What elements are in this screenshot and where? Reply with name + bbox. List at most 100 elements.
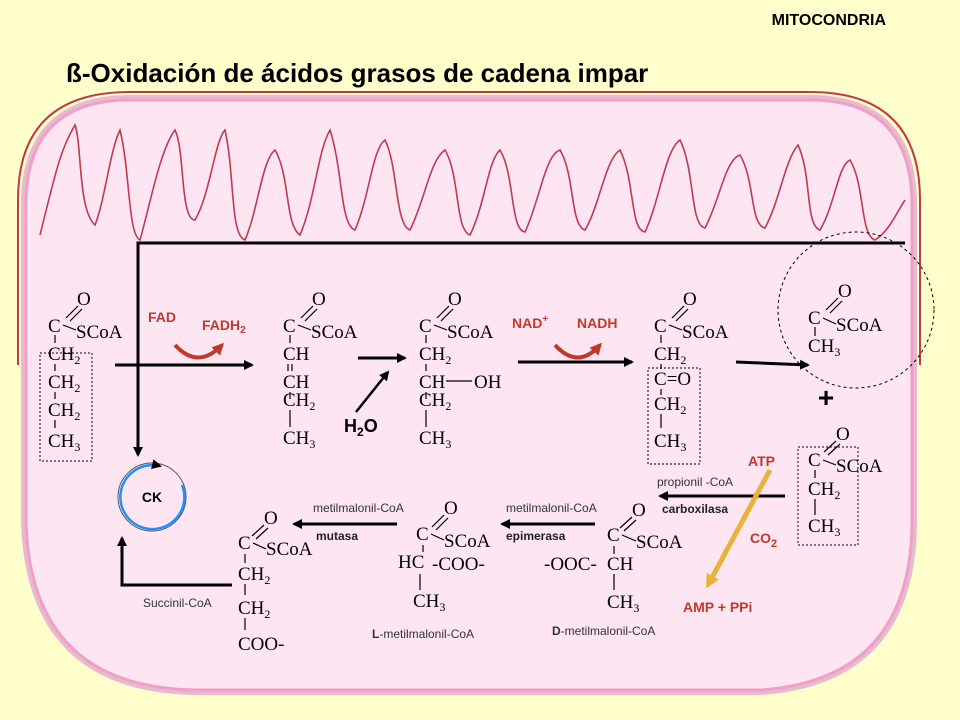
- carbon: C: [416, 524, 429, 545]
- water-arrow: [355, 370, 390, 413]
- ch2: CH2: [48, 372, 80, 395]
- cycle-arrow-icon: [119, 459, 186, 531]
- ch: CH: [283, 372, 310, 393]
- oxygen: O: [77, 289, 91, 310]
- carbon: C: [283, 316, 296, 337]
- ch3: CH3: [283, 428, 315, 451]
- double-bond: [825, 297, 839, 311]
- hc: HC: [398, 552, 424, 573]
- scoa: SCoA: [836, 456, 883, 477]
- ch2: CH2: [238, 598, 270, 621]
- page-title: ß-Oxidación de ácidos grasos de cadena i…: [66, 58, 648, 88]
- dashed-box: [797, 446, 859, 546]
- mutase-label: mutasa: [316, 529, 358, 543]
- l-methylmalonyl-label: L-metilmalonil-CoA: [372, 627, 474, 641]
- molecule-succinyl-coa: O C SCoA CH2 CH2 COO-: [238, 508, 313, 655]
- epimerase-enzyme-name: metilmalonil-CoA: [506, 501, 597, 515]
- ch2: CH2: [238, 564, 270, 587]
- molecule-acyl-coa: O C SCoA CH2 CH2 CH2 CH3: [39, 289, 123, 462]
- mitochondrion-body: [24, 98, 914, 692]
- ch: CH: [607, 554, 634, 575]
- arrow-thiolysis: [735, 359, 810, 370]
- oxygen: O: [836, 424, 850, 445]
- double-bond: [829, 300, 843, 314]
- cristae-membrane: [39, 123, 906, 242]
- double-bond: [623, 519, 637, 532]
- ch2: CH2: [48, 400, 80, 423]
- scoa: SCoA: [311, 322, 358, 343]
- bond: [297, 324, 312, 331]
- oxygen: O: [632, 500, 646, 521]
- scoa: SCoA: [836, 315, 883, 336]
- bond: [621, 534, 637, 542]
- double-bond: [436, 305, 450, 319]
- molecule-d-methylmalonyl-coa: O C SCoA -OOC- CH CH3: [544, 500, 683, 615]
- ch3: CH3: [419, 428, 451, 451]
- nad-label: NAD+: [512, 314, 548, 331]
- hydroxyl: OH: [474, 372, 502, 393]
- double-bond: [435, 517, 449, 531]
- molecule-hydroxyacyl-coa: O C SCoA CH2 CH OH CH2 CH3: [419, 289, 502, 451]
- amp-label: AMP + PPi: [683, 599, 752, 615]
- propionyl-enzyme-name: propionil -CoA: [657, 475, 733, 489]
- carbon: C: [419, 316, 432, 337]
- double-bond: [440, 308, 454, 322]
- water-label: H2O: [344, 416, 378, 439]
- carbon: C: [238, 533, 251, 554]
- scoa: SCoA: [636, 532, 683, 553]
- fad-label: FAD: [148, 309, 176, 325]
- double-bond: [671, 305, 685, 319]
- ch3: CH3: [48, 431, 80, 454]
- oxygen: O: [264, 508, 278, 529]
- carboxylate: COO-: [238, 634, 284, 655]
- ch2: CH2: [283, 390, 315, 413]
- scoa: SCoA: [266, 539, 313, 560]
- bond: [668, 324, 683, 331]
- ch3: CH3: [808, 336, 840, 359]
- molecule-ketoacyl-coa: O C SCoA CH2 C=O CH2 CH3: [647, 289, 729, 465]
- ketone: C=O: [654, 369, 691, 390]
- molecule-acetyl-coa: O C SCoA CH3: [777, 231, 935, 389]
- location-label: MITOCONDRIA: [772, 12, 887, 29]
- mutase-enzyme-name: metilmalonil-CoA: [313, 501, 404, 515]
- krebs-label: CK: [142, 489, 162, 505]
- mitochondrion: [17, 91, 921, 695]
- ch2: CH2: [419, 344, 451, 367]
- carbon: C: [808, 308, 821, 329]
- arrow-to-krebs: [117, 536, 232, 587]
- double-bond: [304, 308, 318, 322]
- d-methylmalonyl-label: D-metilmalonil-CoA: [552, 624, 655, 638]
- krebs-cycle: CK: [117, 459, 187, 532]
- double-bond: [619, 516, 633, 529]
- bond: [433, 324, 448, 331]
- succinyl-coa-label: Succinil-CoA: [143, 596, 212, 610]
- ch2: CH2: [654, 344, 686, 367]
- bond: [62, 324, 77, 331]
- ch3: CH3: [808, 516, 840, 539]
- oxygen: O: [683, 289, 697, 310]
- bond: [822, 317, 837, 325]
- scoa: SCoA: [682, 322, 729, 343]
- ch3: CH3: [607, 592, 639, 615]
- carbon: C: [607, 525, 620, 546]
- ch2: CH2: [808, 479, 840, 502]
- atp-arrow: [705, 468, 773, 589]
- nad-curved-arrow: [553, 342, 602, 360]
- double-bond: [69, 308, 83, 322]
- double-bond: [65, 305, 79, 319]
- dashed-box: [647, 367, 701, 465]
- double-bond: [431, 514, 445, 528]
- bond: [822, 459, 837, 466]
- double-bond: [251, 524, 265, 537]
- oxygen: O: [444, 498, 458, 519]
- ch3: CH3: [654, 431, 686, 454]
- double-bond: [300, 305, 314, 319]
- nadh-label: NADH: [577, 315, 617, 331]
- carbon: C: [808, 450, 821, 471]
- scoa: SCoA: [76, 322, 123, 343]
- plus-sign: +: [818, 382, 834, 413]
- dashed-circle: [777, 231, 935, 389]
- ch2: CH2: [419, 390, 451, 413]
- ch2: CH2: [48, 344, 80, 367]
